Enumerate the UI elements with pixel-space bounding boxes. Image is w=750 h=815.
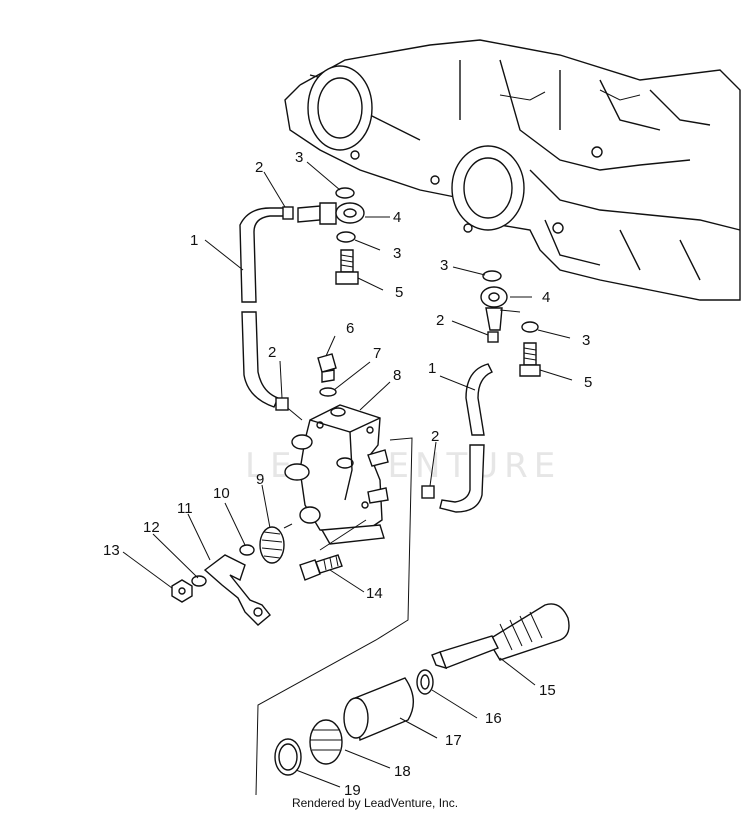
callout-1-left: 1 xyxy=(190,232,198,249)
callout-5-right: 5 xyxy=(584,374,592,391)
callout-2-right-lower: 2 xyxy=(431,428,439,445)
callout-7: 7 xyxy=(373,345,381,362)
engine-block xyxy=(284,39,741,301)
callout-17: 17 xyxy=(445,732,462,749)
callout-3-mid: 3 xyxy=(393,245,401,262)
callout-18: 18 xyxy=(394,763,411,780)
right-hose xyxy=(421,363,493,513)
callout-8: 8 xyxy=(393,367,401,384)
upper-left-fitting xyxy=(282,187,365,285)
bleed-screw xyxy=(317,353,337,397)
callout-10: 10 xyxy=(213,485,230,502)
callout-2-left-lower: 2 xyxy=(268,344,276,361)
drive-assembly xyxy=(255,437,570,796)
callout-labels: 1 2 3 4 3 5 3 4 2 3 5 1 2 6 7 8 2 9 10 1… xyxy=(103,149,592,799)
callout-15: 15 xyxy=(539,682,556,699)
callout-5-left: 5 xyxy=(395,284,403,301)
callout-3-far-right: 3 xyxy=(582,332,590,349)
mounting-bolt xyxy=(299,554,343,581)
leader-lines xyxy=(122,161,573,788)
callout-11: 11 xyxy=(177,500,193,517)
callout-1-right: 1 xyxy=(428,360,436,377)
oil-pump xyxy=(275,397,389,545)
callout-12: 12 xyxy=(143,519,160,536)
credit-text: Rendered by LeadVenture, Inc. xyxy=(291,796,459,810)
callout-2-right-upper: 2 xyxy=(436,312,444,329)
callout-16: 16 xyxy=(485,710,502,727)
callout-13: 13 xyxy=(103,542,120,559)
left-hose xyxy=(239,207,286,408)
callout-3-top: 3 xyxy=(295,149,303,166)
callout-14: 14 xyxy=(366,585,383,602)
callout-4-right: 4 xyxy=(542,289,550,306)
callout-3-right: 3 xyxy=(440,257,448,274)
control-lever-parts xyxy=(171,523,293,626)
callout-19: 19 xyxy=(344,782,361,799)
right-fitting xyxy=(480,270,541,377)
callout-4-left: 4 xyxy=(393,209,401,226)
callout-6: 6 xyxy=(346,320,354,337)
callout-2-top: 2 xyxy=(255,159,263,176)
callout-9: 9 xyxy=(256,471,264,488)
